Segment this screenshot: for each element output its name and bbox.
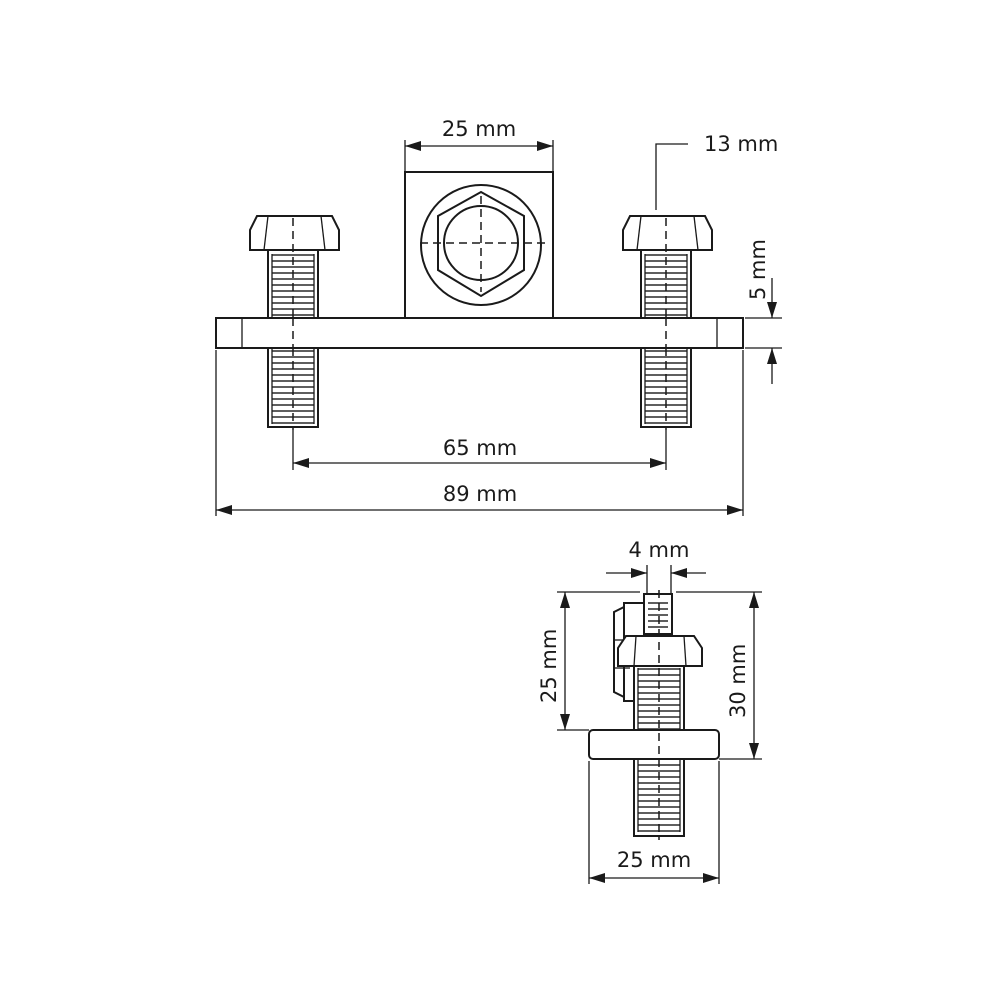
- dim-nut-width: 25 mm: [404, 117, 554, 172]
- washer-ring: [420, 184, 542, 306]
- dim-plate-width-label: 25 mm: [617, 848, 691, 872]
- dim-total-height-label: 30 mm: [726, 644, 750, 718]
- dim-nut-width-label: 25 mm: [442, 117, 516, 141]
- dim-nut-height-label: 25 mm: [537, 629, 561, 703]
- dim-bolt-head: 13 mm: [655, 132, 778, 210]
- dim-plate-width: 25 mm: [588, 761, 720, 884]
- dim-total-height: 30 mm: [676, 591, 762, 760]
- base-plate: [215, 317, 744, 349]
- square-nut-housing: [404, 171, 554, 321]
- dim-plate-thickness: 5 mm: [745, 239, 782, 384]
- dim-plate-thickness-label: 5 mm: [746, 239, 770, 300]
- dim-bolt-head-label: 13 mm: [704, 132, 778, 156]
- left-bolt-head: [249, 215, 340, 251]
- front-view: 25 mm 13 mm 5 mm 65 mm: [215, 117, 782, 516]
- dim-nut-height: 25 mm: [537, 591, 640, 731]
- hex-nut: [437, 190, 525, 298]
- right-bolt-head: [622, 215, 713, 251]
- side-bolt-head: [617, 635, 703, 667]
- dim-bolt-spacing: 65 mm: [292, 430, 667, 470]
- side-plate: [588, 729, 720, 760]
- dim-total-length-label: 89 mm: [443, 482, 517, 506]
- dim-total-length: 89 mm: [215, 350, 744, 516]
- dim-bolt-diameter-label: 4 mm: [629, 538, 690, 562]
- dim-bolt-diameter: 4 mm: [606, 538, 706, 594]
- side-view: 4 mm 25 mm 30 mm 25 mm: [537, 538, 762, 884]
- dim-bolt-spacing-label: 65 mm: [443, 436, 517, 460]
